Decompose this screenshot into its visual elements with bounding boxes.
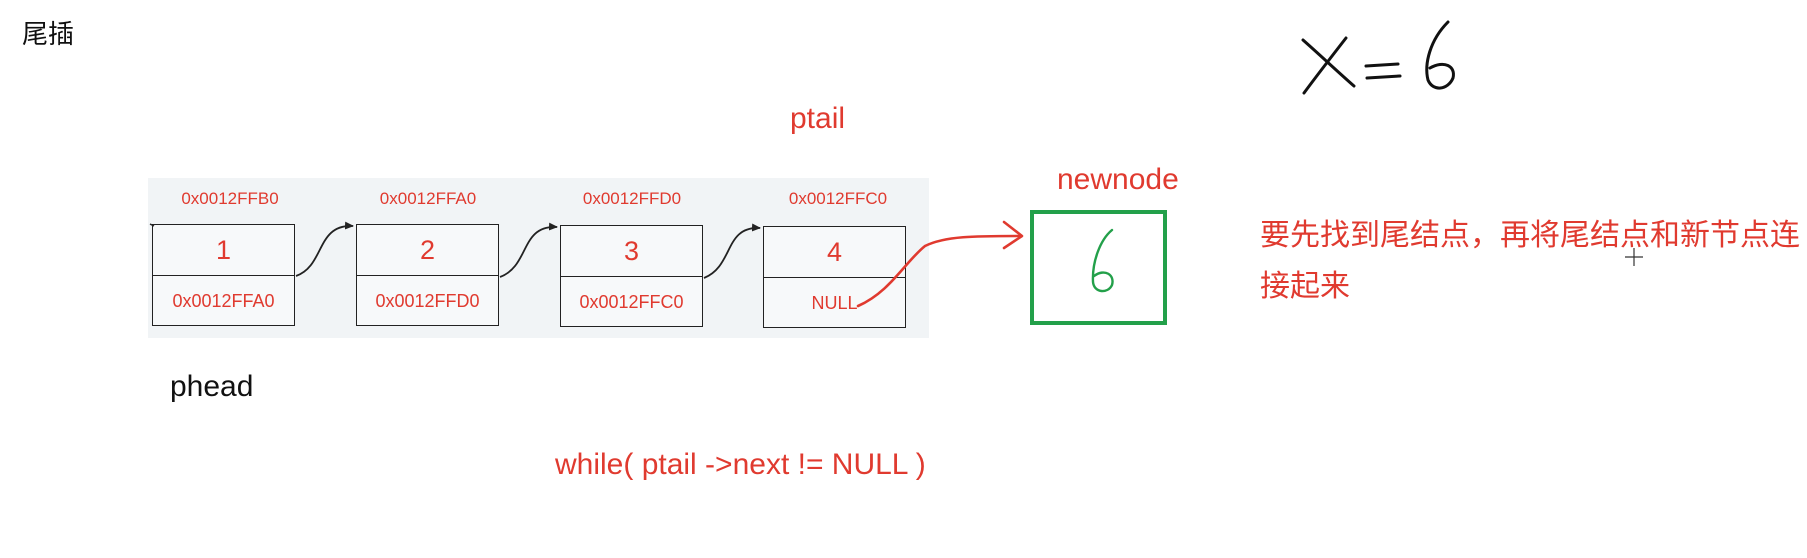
- handwritten-x-equation: [1301, 20, 1455, 95]
- node-next: 0x0012FFC0: [579, 291, 684, 312]
- cursor-crosshair-icon: [1625, 248, 1643, 266]
- next-arrow: [295, 221, 354, 277]
- pointer-stub: [149, 223, 155, 227]
- node-next: NULL: [811, 292, 858, 313]
- list-node: 4 NULL: [763, 226, 906, 328]
- ptail-label: ptail: [790, 102, 846, 135]
- node-next: 0x0012FFA0: [172, 290, 275, 311]
- next-arrow: [499, 222, 558, 278]
- node-address: 0x0012FFA0: [379, 189, 477, 208]
- list-node: 1 0x0012FFA0: [152, 224, 295, 326]
- next-arrow: [703, 223, 761, 279]
- node-value: 4: [764, 227, 905, 278]
- page-title: 尾插: [22, 19, 75, 49]
- link-arrow: [856, 234, 1022, 308]
- node-address: 0x0012FFD0: [582, 189, 682, 208]
- loop-condition: while( ptail ->next != NULL ): [555, 448, 926, 481]
- node-value: 3: [561, 226, 702, 277]
- node-address: 0x0012FFB0: [181, 189, 279, 208]
- newnode-box: [1030, 210, 1167, 325]
- node-value: 2: [357, 225, 498, 276]
- newnode-label: newnode: [1057, 163, 1179, 196]
- list-node: 2 0x0012FFD0: [356, 224, 499, 326]
- node-address: 0x0012FFC0: [788, 189, 888, 208]
- node-value: 1: [153, 225, 294, 276]
- arrow-head-icon: [1002, 220, 1024, 250]
- list-node: 3 0x0012FFC0: [560, 225, 703, 327]
- node-next: 0x0012FFD0: [375, 290, 480, 311]
- handwritten-six: [1091, 228, 1114, 293]
- phead-label: phead: [170, 370, 254, 403]
- explanation-note: 要先找到尾结点，再将尾结点和新节点连接起来: [1260, 219, 1800, 303]
